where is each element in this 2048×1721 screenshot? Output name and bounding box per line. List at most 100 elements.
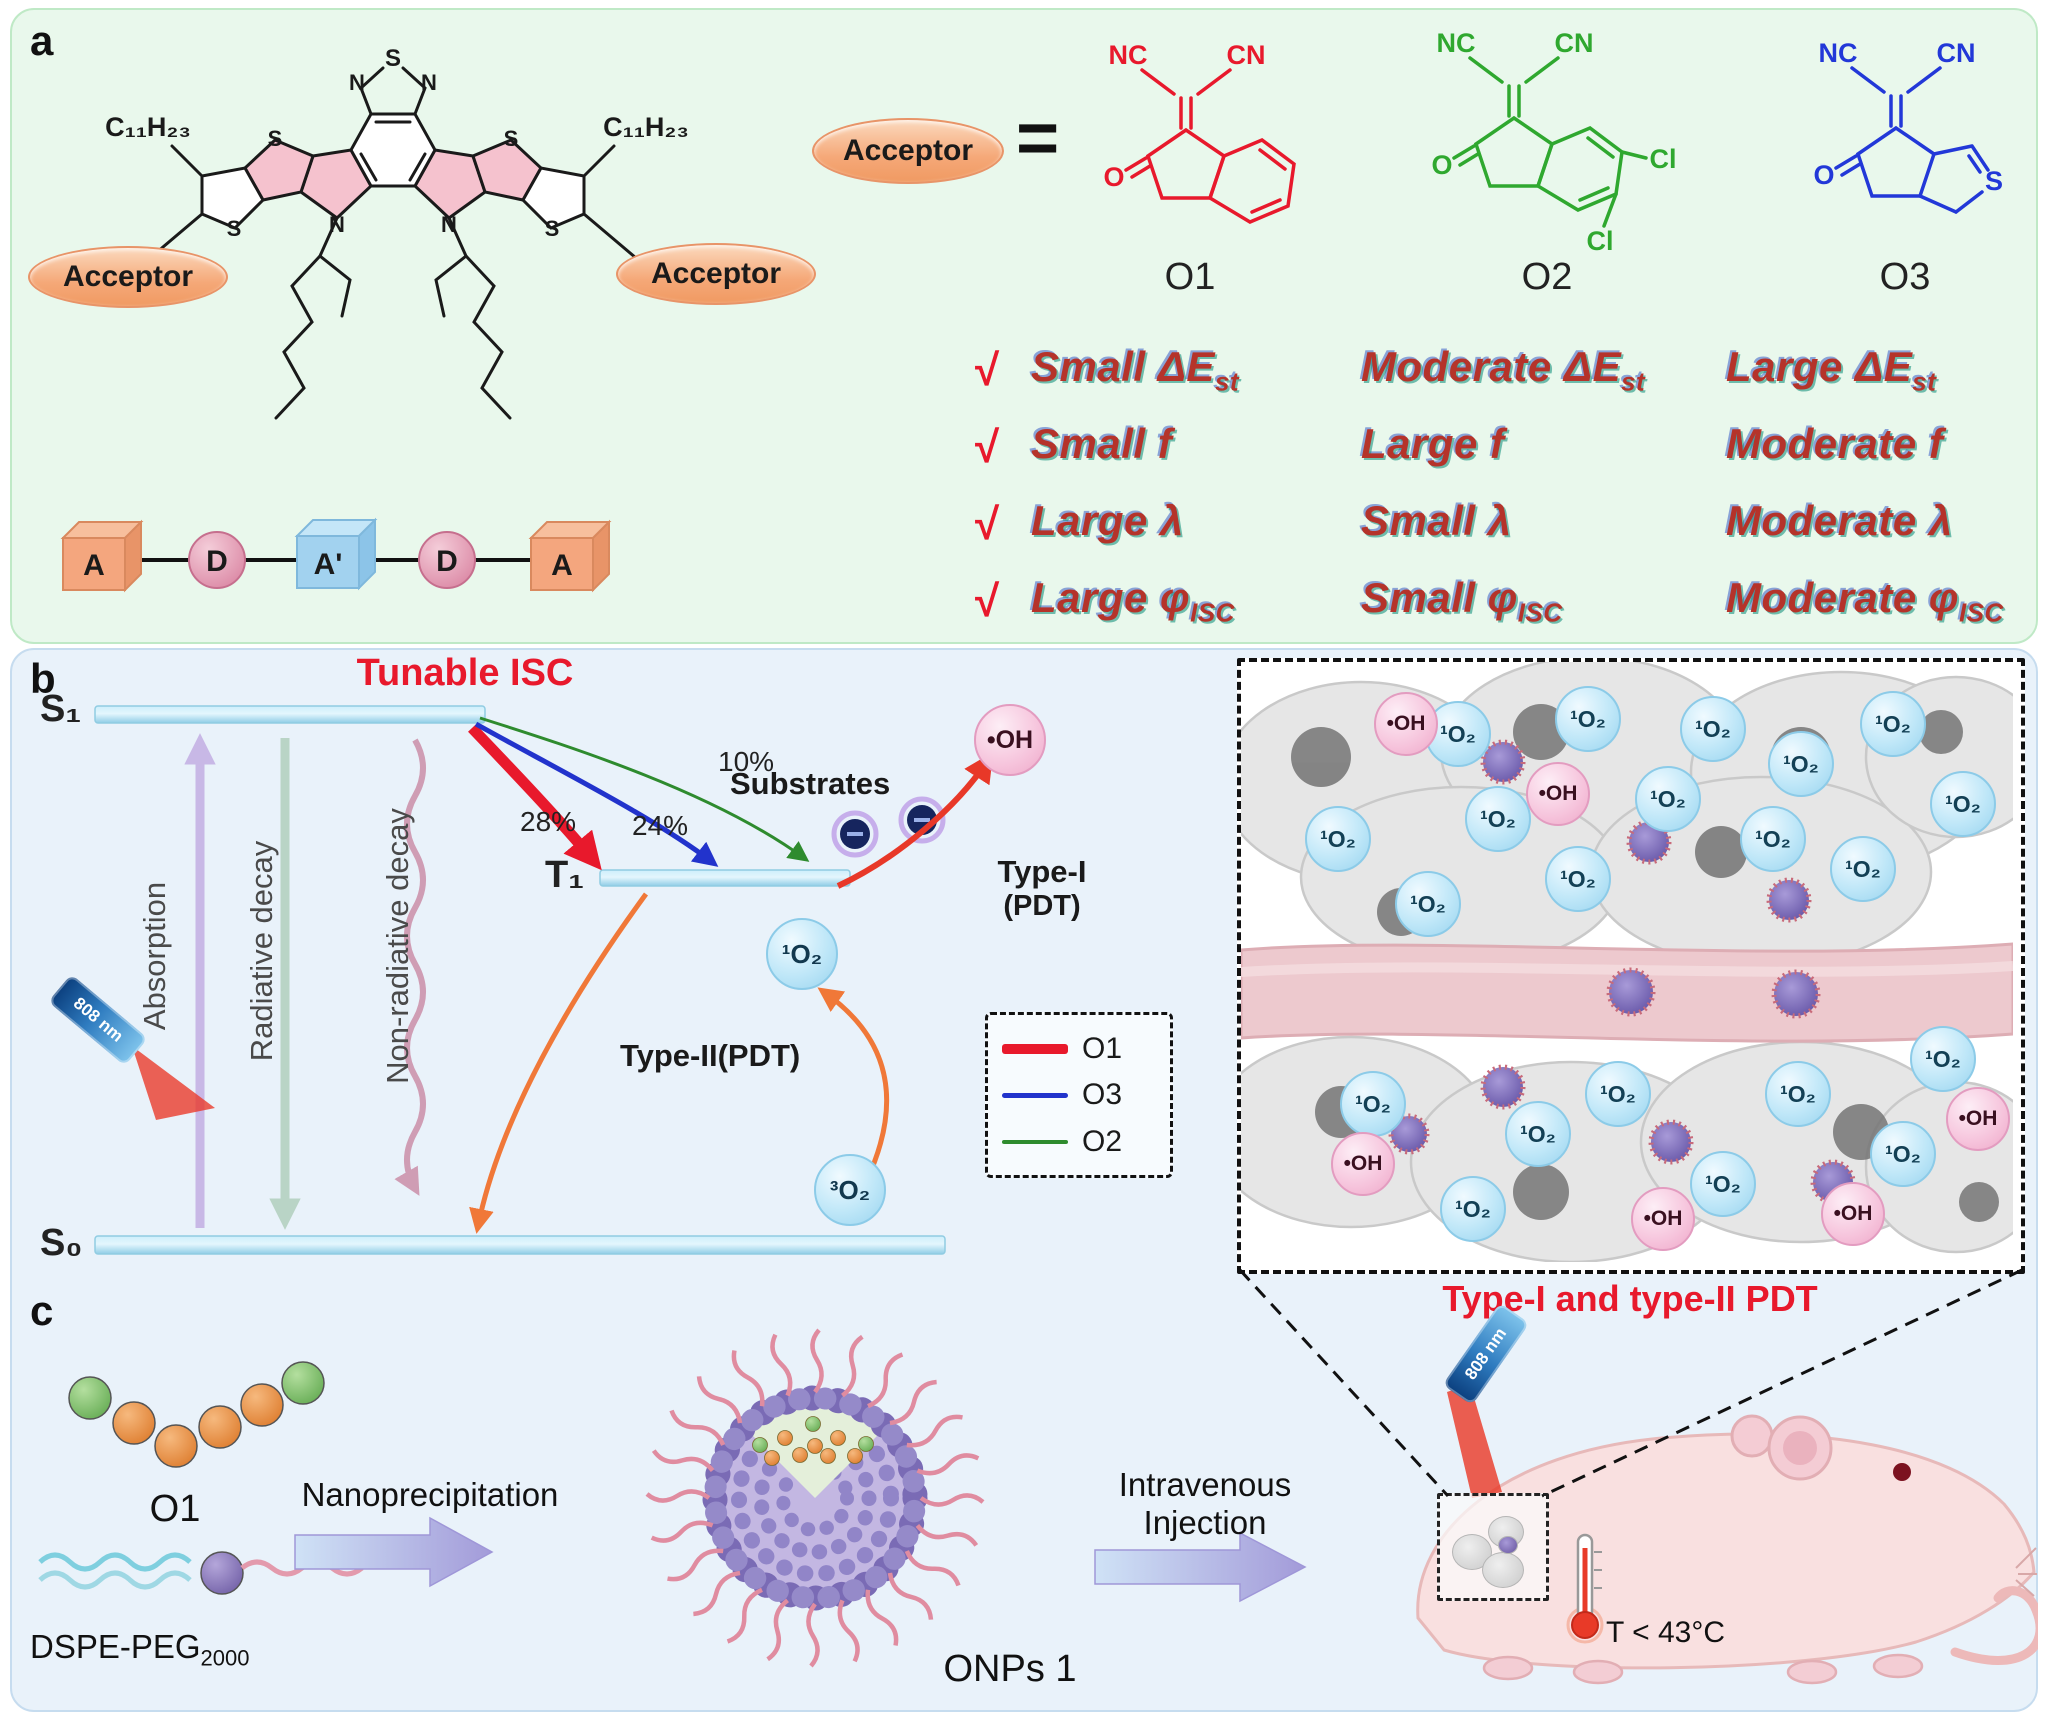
- legend-line-o1: [1002, 1043, 1068, 1054]
- singlet-oxygen-badge: ¹O₂: [1305, 806, 1371, 872]
- absorption-label: Absorption: [137, 881, 172, 1031]
- radiative-decay-label: Radiative decay: [244, 840, 279, 1062]
- legend-label-o1: O1: [1082, 1031, 1123, 1065]
- legend-row: O3: [1002, 1078, 1156, 1112]
- singlet-oxygen-badge: ¹O₂: [1505, 1101, 1571, 1167]
- hydroxyl-radical-badge: •OH: [974, 704, 1046, 776]
- o3-property: Moderate λ: [1726, 497, 1953, 545]
- acceptor-key-ellipse: Acceptor: [812, 118, 1004, 184]
- check-mark: √: [975, 345, 1000, 395]
- type2-arrow-up: [817, 987, 890, 1184]
- o1-cn-label: CN: [1227, 40, 1266, 70]
- o1-ketone-label: O: [1103, 162, 1124, 192]
- mouse-ear: [1730, 1414, 1774, 1458]
- nanoprecipitation-arrow: [294, 1516, 494, 1588]
- legend-label-o3: O3: [1082, 1078, 1123, 1111]
- comparison-row: √ Large λ Small λ Moderate λ: [975, 486, 2035, 563]
- isc-yield-o2: 10%: [718, 746, 775, 777]
- structure-o1-name: O1: [1164, 256, 1216, 298]
- thermometer-icon: [1566, 1533, 1604, 1644]
- o1-chain-label: O1: [149, 1488, 201, 1530]
- singlet-oxygen-badge: ¹O₂: [1465, 786, 1531, 852]
- isc-legend: O1 O3 O2: [985, 1012, 1173, 1178]
- panel-a-label: a: [30, 17, 54, 64]
- o3-cn-label: CN: [1937, 38, 1976, 68]
- block-a-center: A': [314, 548, 343, 581]
- substrates-label: Substrates: [730, 766, 891, 801]
- singlet-oxygen-badge: ¹O₂: [1765, 1061, 1831, 1127]
- singlet-oxygen-badge: ¹O₂: [1680, 696, 1746, 762]
- nanoprecipitation-label: Nanoprecipitation: [301, 1476, 559, 1513]
- block-a-left: A: [83, 549, 105, 582]
- nonradiative-decay-arrow: [394, 738, 426, 1196]
- singlet-oxygen-badge: ¹O₂: [1740, 806, 1806, 872]
- o2-cl2-label: Cl: [1587, 226, 1614, 256]
- structure-o3-name: O3: [1879, 256, 1931, 298]
- singlet-oxygen-badge: ¹O₂: [1690, 1151, 1756, 1217]
- equivalence-symbol: =: [1016, 96, 1060, 179]
- acceptor-ellipse-left: Acceptor: [28, 246, 228, 308]
- substrate-minus: [847, 832, 863, 836]
- o1-property: Small f: [1031, 420, 1173, 468]
- ada-block-diagram: A D A' D A: [60, 517, 612, 593]
- substrate-glow: [898, 796, 946, 844]
- legend-row: O1: [1002, 1032, 1156, 1066]
- mouse-tail: [1950, 1586, 2038, 1665]
- singlet-oxygen-badge: ¹O₂: [1830, 836, 1896, 902]
- block-d-left: D: [206, 545, 228, 578]
- singlet-oxygen-badge: ¹O₂: [766, 918, 838, 990]
- o2-property: Moderate ΔEst: [1361, 343, 1646, 397]
- type2-arrow-down: [469, 892, 649, 1234]
- atom-n: N: [421, 70, 437, 95]
- s1-state-label: S₁: [40, 688, 82, 730]
- check-mark: √: [975, 499, 1000, 549]
- singlet-oxygen-badge: ¹O₂: [1585, 1061, 1651, 1127]
- o1-property: Large φISC: [1031, 574, 1235, 628]
- substrate-glow: [831, 810, 879, 858]
- isc-yield-o3: 24%: [632, 810, 689, 841]
- t1-level-bar: [599, 869, 851, 887]
- singlet-oxygen-badge: ¹O₂: [1635, 766, 1701, 832]
- tunable-isc-title: Tunable ISC: [356, 652, 574, 694]
- singlet-oxygen-badge: ¹O₂: [1930, 771, 1996, 837]
- tumor-cell: [1482, 1552, 1524, 1588]
- s0-level-bar: [94, 1235, 946, 1255]
- s0-state-label: S₀: [40, 1222, 83, 1264]
- dspe-peg-molecule: [38, 1551, 364, 1595]
- nanoparticle: [647, 1330, 983, 1666]
- legend-row: O2: [1002, 1125, 1156, 1159]
- o3-s-label: S: [1985, 166, 2003, 196]
- mouse-eye: [1893, 1463, 1911, 1481]
- jablonski-diagram: [94, 705, 994, 1255]
- laser-beam: [132, 1046, 215, 1120]
- o2-cn-label: CN: [1555, 28, 1594, 58]
- type1-arrow: [836, 751, 994, 889]
- o1-property: Large λ: [1031, 497, 1184, 545]
- tumor-site-square: [1437, 1493, 1549, 1601]
- hydroxyl-radical-badge: •OH: [1821, 1182, 1885, 1246]
- o2-property: Large f: [1361, 420, 1505, 468]
- singlet-oxygen-badge: ¹O₂: [1395, 871, 1461, 937]
- panel-c-label: c: [30, 1287, 54, 1334]
- check-mark: √: [975, 576, 1000, 626]
- injection-arrow: [1094, 1531, 1307, 1603]
- atom-s: S: [504, 126, 519, 151]
- nanoparticle: [1498, 1536, 1518, 1554]
- atom-n: N: [329, 212, 345, 237]
- o2-ketone-label: O: [1431, 150, 1452, 180]
- o1-molecule-chain: [68, 1361, 325, 1468]
- atom-s: S: [545, 216, 560, 241]
- o3-nc-label: NC: [1819, 38, 1858, 68]
- legend-line-o2: [1002, 1139, 1068, 1144]
- legend-line-o3: [1002, 1092, 1068, 1098]
- temperature-label: T < 43°C: [1606, 1616, 1726, 1649]
- comparison-row: √ Small f Large f Moderate f: [975, 409, 2035, 486]
- o1-nc-label: NC: [1109, 40, 1148, 70]
- singlet-oxygen-badge: ¹O₂: [1910, 1026, 1976, 1092]
- o2-nc-label: NC: [1437, 28, 1476, 58]
- o3-property: Moderate f: [1726, 420, 1944, 468]
- block-a-right: A: [551, 549, 573, 582]
- acceptor-ellipse-right: Acceptor: [616, 243, 816, 305]
- o2-property: Small φISC: [1361, 574, 1563, 628]
- legend-label-o2: O2: [1082, 1124, 1123, 1158]
